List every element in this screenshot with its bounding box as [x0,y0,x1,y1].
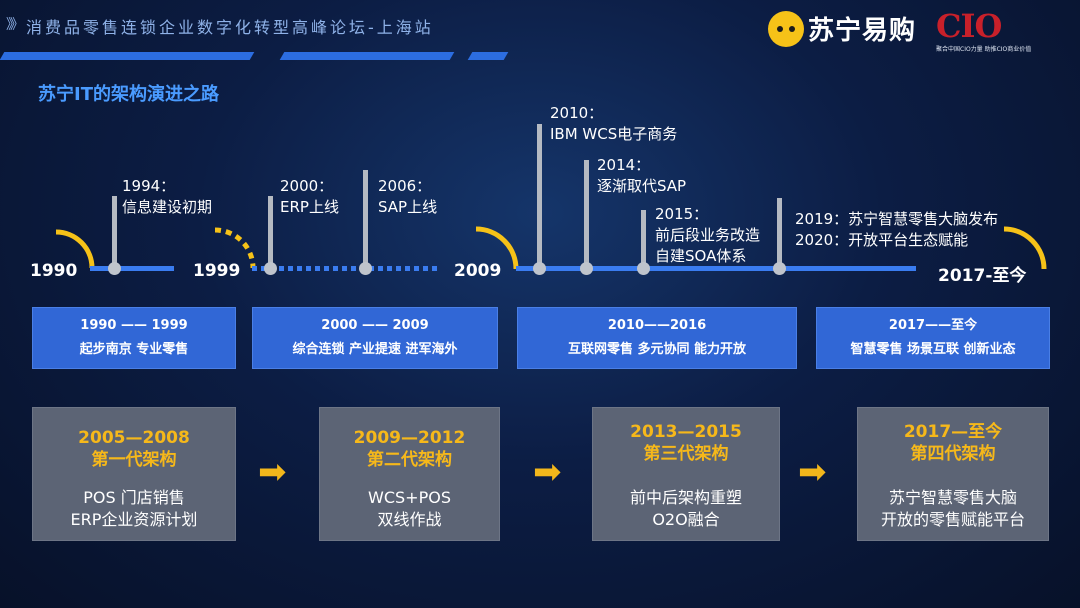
timeline-event: 2014： 逐渐取代SAP [597,155,686,197]
phase-box: 2017——至今 智慧零售 场景互联 创新业态 [816,307,1050,369]
right-arrow-icon: ➡ [798,452,827,492]
event-date: 2014： [597,156,651,174]
timeline-event: 2006： SAP上线 [378,176,437,218]
event-text: 2020：开放平台生态赋能 [795,231,969,249]
generation-box: 2017—至今 第四代架构 苏宁智慧零售大脑 开放的零售赋能平台 [857,407,1049,541]
timeline-dot [108,262,121,275]
timeline-event: 2010： IBM WCS电子商务 [550,103,677,145]
generation-name: 第四代架构 [910,444,996,464]
timeline-dot [580,262,593,275]
timeline-stem [268,196,273,266]
generation-box: 2013—2015 第三代架构 前中后架构重塑 O2O融合 [592,407,780,541]
phase-period: 2010——2016 [607,318,707,333]
timeline-stem [112,196,117,266]
timeline-dot [359,262,372,275]
banner-title: 消费品零售连锁企业数字化转型高峰论坛-上海站 [26,18,434,37]
event-text: 2019：苏宁智慧零售大脑发布 [795,210,999,228]
cio-logo-text: CIO [936,7,1002,45]
suning-logo-text: 苏宁易购 [808,16,917,46]
timeline-segment [90,266,174,271]
timeline-dot [533,262,546,275]
timeline-stem [777,198,782,266]
event-date: 1994： [122,177,176,195]
generation-years: 2009—2012 [353,428,466,448]
banner-chevrons: 》》 [6,17,24,33]
timeline-stem [363,170,368,266]
generation-desc: 苏宁智慧零售大脑 [888,488,1017,507]
event-text: 逐渐取代SAP [597,177,687,195]
timeline-dot [773,262,786,275]
timeline-dot [637,262,650,275]
event-date: 2010： [550,104,604,122]
event-text: 前后段业务改造 [655,226,761,244]
timeline-dot [264,262,277,275]
section-title: 苏宁IT的架构演进之路 [38,84,219,105]
generation-years: 2005—2008 [78,428,190,448]
right-arrow-icon: ➡ [533,452,562,492]
timeline-arc [55,229,95,269]
phase-desc: 综合连锁 产业提速 进军海外 [292,342,458,357]
timeline-event: 2019：苏宁智慧零售大脑发布 2020：开放平台生态赋能 [795,209,998,251]
timeline-segment-dashed [252,266,438,271]
right-arrow-icon: ➡ [258,452,287,492]
timeline-arcs [55,226,1047,270]
phase-desc: 互联网零售 多元协同 能力开放 [567,342,747,357]
event-text: 自建SOA体系 [655,247,747,265]
timeline-arc [1003,226,1047,270]
generation-name: 第二代架构 [367,450,452,470]
generation-desc: 前中后架构重塑 [629,488,742,507]
generation-box: 2005—2008 第一代架构 POS 门店销售 ERP企业资源计划 [32,407,236,541]
timeline-stem [584,160,589,266]
generation-desc: 双线作战 [377,510,442,529]
lion-icon [768,10,804,47]
event-text: IBM WCS电子商务 [550,125,678,143]
phase-box: 2000 —— 2009 综合连锁 产业提速 进军海外 [252,307,498,369]
generation-name: 第三代架构 [643,444,729,464]
timeline-year: 2009 [454,261,502,281]
generation-years: 2017—至今 [903,422,1003,442]
timeline-arc [475,226,519,270]
suning-logo: 苏宁易购 [768,10,916,47]
generation-years: 2013—2015 [630,422,742,442]
phase-period: 2000 —— 2009 [321,318,429,333]
timeline-year: 1990 [30,261,78,281]
timeline-event: 1994： 信息建设初期 [122,176,212,218]
phase-desc: 智慧零售 场景互联 创新业态 [850,342,1016,357]
event-date: 2015： [655,205,709,223]
phase-period: 1990 —— 1999 [80,318,188,333]
timeline-stem [641,210,646,266]
event-text: SAP上线 [378,198,438,216]
event-date: 2000： [280,177,334,195]
phase-desc: 起步南京 专业零售 [79,342,189,357]
generation-desc: O2O融合 [652,510,720,529]
timeline-event: 2000： ERP上线 [280,176,339,218]
timeline-stem [537,124,542,266]
generation-desc: POS 门店销售 [83,488,185,507]
phase-period: 2017——至今 [888,318,978,333]
timeline-year: 2017-至今 [938,266,1027,286]
generation-desc: ERP企业资源计划 [70,510,198,529]
event-date: 2006： [378,177,432,195]
timeline-segment [516,266,916,271]
generation-box: 2009—2012 第二代架构 WCS+POS 双线作战 [319,407,500,541]
event-text: ERP上线 [280,198,339,216]
cio-logo: CIO 聚合中国CIO力量 助推CIO商业价值 [936,7,1032,53]
generation-desc: WCS+POS [368,488,451,507]
timeline-event: 2015： 前后段业务改造 自建SOA体系 [655,204,760,267]
event-text: 信息建设初期 [122,198,213,216]
timeline-year: 1999 [193,261,241,281]
generation-desc: 开放的零售赋能平台 [880,510,1025,529]
phase-box: 1990 —— 1999 起步南京 专业零售 [32,307,236,369]
generation-name: 第一代架构 [91,450,177,470]
cio-logo-subtitle: 聚合中国CIO力量 助推CIO商业价值 [936,46,1032,53]
phase-box: 2010——2016 互联网零售 多元协同 能力开放 [517,307,797,369]
